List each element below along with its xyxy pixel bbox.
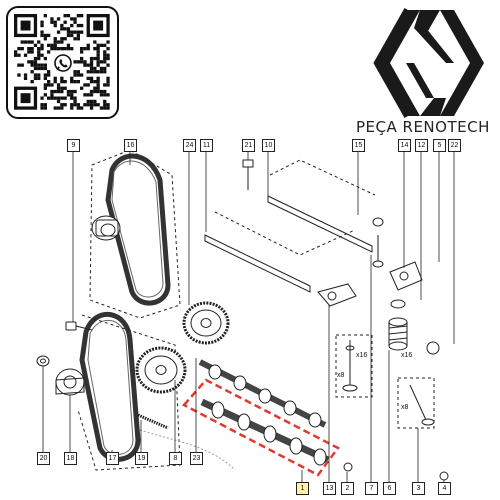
valve-right-box [397, 377, 435, 429]
label-part-14: 14 [398, 139, 411, 152]
timing-belt-upper [91, 153, 171, 306]
tensioner-pulley [55, 368, 85, 396]
label-part-12: 12 [415, 139, 428, 152]
timing-belt-lower [79, 312, 141, 462]
nut-20-hole [40, 358, 46, 364]
label-part-20: 20 [37, 452, 50, 465]
label-part-21: 21 [242, 139, 255, 152]
valve-spring-6 [388, 317, 408, 351]
qr-code-frame[interactable] [6, 6, 119, 119]
head-outline [139, 429, 236, 471]
label-part-22: 22 [448, 139, 461, 152]
rocker-arm-12 [389, 261, 423, 291]
bolt-9 [65, 321, 93, 331]
qty-x8-right: x8 [401, 404, 409, 411]
qty-x8-left: x8 [337, 372, 345, 379]
label-part-24: 24 [183, 139, 196, 152]
nut-20 [36, 355, 50, 367]
stem-seal-22 [426, 341, 440, 355]
camshaft-upper [198, 359, 327, 428]
valve-seal-5 [390, 299, 406, 309]
rocker-rail-lower [204, 234, 311, 293]
label-part-15: 15 [352, 139, 365, 152]
label-part-2: 2 [341, 482, 354, 495]
label-part-9: 9 [67, 139, 80, 152]
camshaft-sprocket-upper [182, 301, 230, 345]
cap-15 [372, 217, 384, 227]
camshaft-lower [200, 398, 330, 466]
bolt-21 [242, 159, 254, 190]
rocker-arm-13 [317, 283, 357, 307]
qty-x16-right: x16 [401, 352, 413, 359]
label-part-13: 13 [323, 482, 336, 495]
valve-left-box [335, 334, 373, 398]
leader-lines [42, 150, 455, 482]
whatsapp-icon [52, 52, 74, 74]
label-part-1: 1 [296, 482, 309, 495]
qty-x16-left: x16 [356, 352, 368, 359]
label-part-16: 16 [124, 139, 137, 152]
label-part-8: 8 [169, 452, 182, 465]
qr-code [14, 14, 110, 110]
stud-19 [137, 413, 169, 430]
label-part-11: 11 [200, 139, 213, 152]
label-part-10: 10 [262, 139, 275, 152]
label-part-17: 17 [106, 452, 119, 465]
cap-4 [439, 471, 449, 481]
label-part-7: 7 [365, 482, 378, 495]
label-part-19: 19 [135, 452, 148, 465]
valve-right [409, 384, 435, 426]
label-part-23: 23 [190, 452, 203, 465]
label-part-3: 3 [412, 482, 425, 495]
renault-diamond-logo [373, 8, 484, 118]
adjuster-14 [372, 235, 384, 268]
rocker-rail-upper [267, 195, 373, 253]
valve-left [342, 340, 358, 392]
label-part-4: 4 [438, 482, 451, 495]
label-part-5: 5 [433, 139, 446, 152]
label-part-18: 18 [64, 452, 77, 465]
camshaft-highlight-box [182, 378, 340, 477]
brand-name: PEÇA RENOTECH [356, 118, 490, 136]
plug-2 [343, 462, 353, 472]
label-part-6: 6 [383, 482, 396, 495]
camshaft-sprocket-lower [135, 346, 187, 394]
